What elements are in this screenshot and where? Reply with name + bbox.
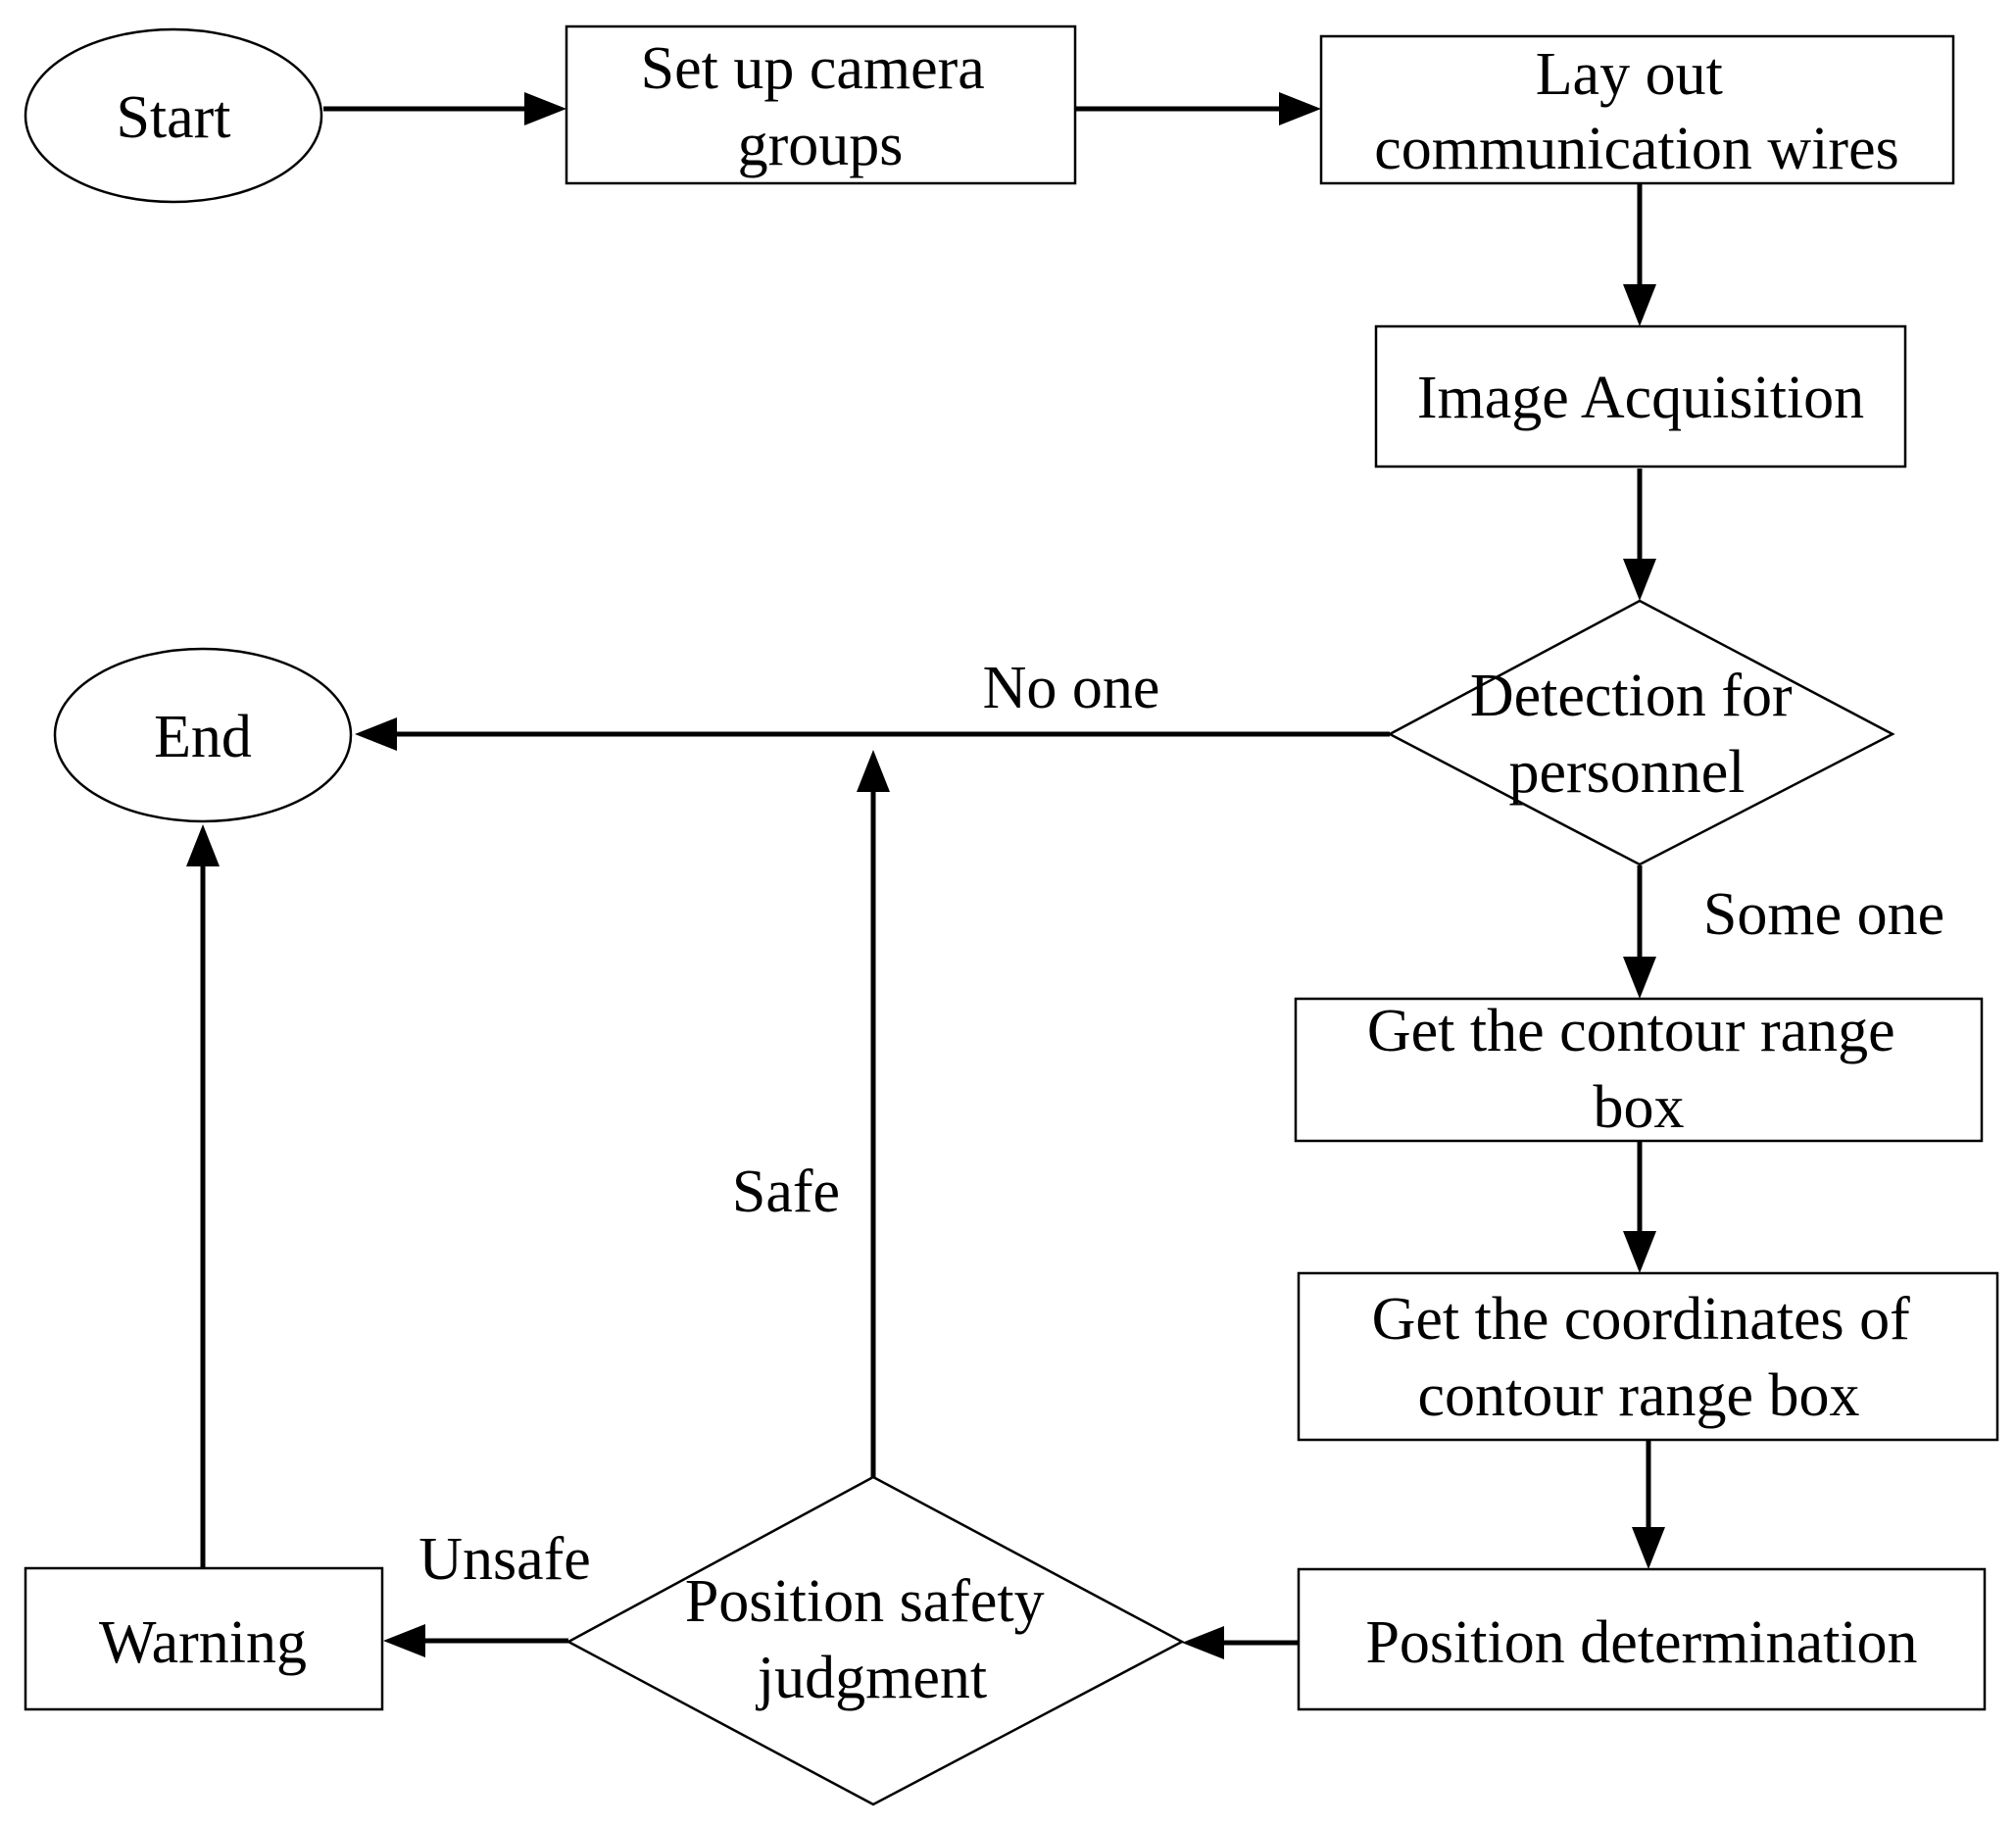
node-contour-box: Get the contour range box bbox=[1294, 997, 1984, 1143]
edge-label-unsafe: Unsafe bbox=[418, 1526, 591, 1593]
arrowhead-detection bbox=[1623, 559, 1656, 601]
warning-box bbox=[24, 1566, 384, 1711]
node-start: Start bbox=[24, 27, 323, 204]
node-coordinates: Get the coordinates of contour range box bbox=[1297, 1271, 1999, 1442]
warning-label: Warning bbox=[99, 1609, 307, 1676]
safety-judgment-label: Position safety judgment bbox=[685, 1568, 1059, 1711]
arrowhead-wires bbox=[1279, 92, 1321, 125]
lay-wires-label: Lay out communication wires bbox=[1374, 41, 1898, 182]
arrowhead-end-from-warning bbox=[186, 824, 220, 866]
lay-wires-box bbox=[1319, 34, 1955, 185]
arrowhead-end-from-detection bbox=[355, 717, 397, 751]
safety-judgment-decision bbox=[565, 1475, 1185, 1806]
position-determination-label: Position determination bbox=[1365, 1609, 1917, 1676]
arrowhead-contour bbox=[1623, 957, 1656, 999]
contour-box-box bbox=[1294, 997, 1984, 1143]
arrowhead-setup bbox=[524, 92, 566, 125]
start-label: Start bbox=[116, 84, 230, 151]
node-warning: Warning bbox=[24, 1566, 384, 1711]
arrowhead-coordinates bbox=[1623, 1231, 1656, 1273]
end-label: End bbox=[154, 704, 252, 770]
node-safety-judgment: Position safety judgment bbox=[565, 1475, 1185, 1806]
coordinates-box bbox=[1297, 1271, 1999, 1442]
edge-label-safe: Safe bbox=[732, 1159, 840, 1225]
node-end: End bbox=[53, 647, 353, 823]
edge-label-no-one: No one bbox=[983, 655, 1160, 721]
node-lay-wires: Lay out communication wires bbox=[1319, 34, 1955, 185]
coordinates-label: Get the coordinates of contour range box bbox=[1372, 1286, 1926, 1429]
position-determination-box bbox=[1297, 1567, 1987, 1711]
arrowhead-acquisition bbox=[1623, 284, 1656, 326]
contour-box-label: Get the contour range box bbox=[1367, 998, 1910, 1141]
setup-camera-label: Set up camera groups bbox=[641, 35, 1001, 178]
detection-label: Detection for personnel bbox=[1470, 663, 1807, 806]
image-acquisition-box bbox=[1374, 324, 1907, 469]
arrowhead-warning bbox=[383, 1624, 425, 1657]
end-terminator bbox=[53, 647, 353, 823]
node-detection: Detection for personnel bbox=[1387, 599, 1895, 866]
node-position-determination: Position determination bbox=[1297, 1567, 1987, 1711]
node-image-acquisition: Image Acquisition bbox=[1374, 324, 1907, 469]
image-acquisition-label: Image Acquisition bbox=[1417, 365, 1864, 431]
connectors bbox=[186, 92, 1665, 1659]
node-setup-camera: Set up camera groups bbox=[565, 25, 1077, 185]
detection-decision bbox=[1387, 599, 1895, 866]
edge-label-some-one: Some one bbox=[1703, 881, 1944, 948]
arrowhead-determination bbox=[1632, 1527, 1665, 1569]
setup-camera-box bbox=[565, 25, 1077, 185]
start-terminator bbox=[24, 27, 323, 204]
arrowhead-safe bbox=[857, 750, 890, 792]
arrowhead-judgment bbox=[1182, 1626, 1224, 1659]
